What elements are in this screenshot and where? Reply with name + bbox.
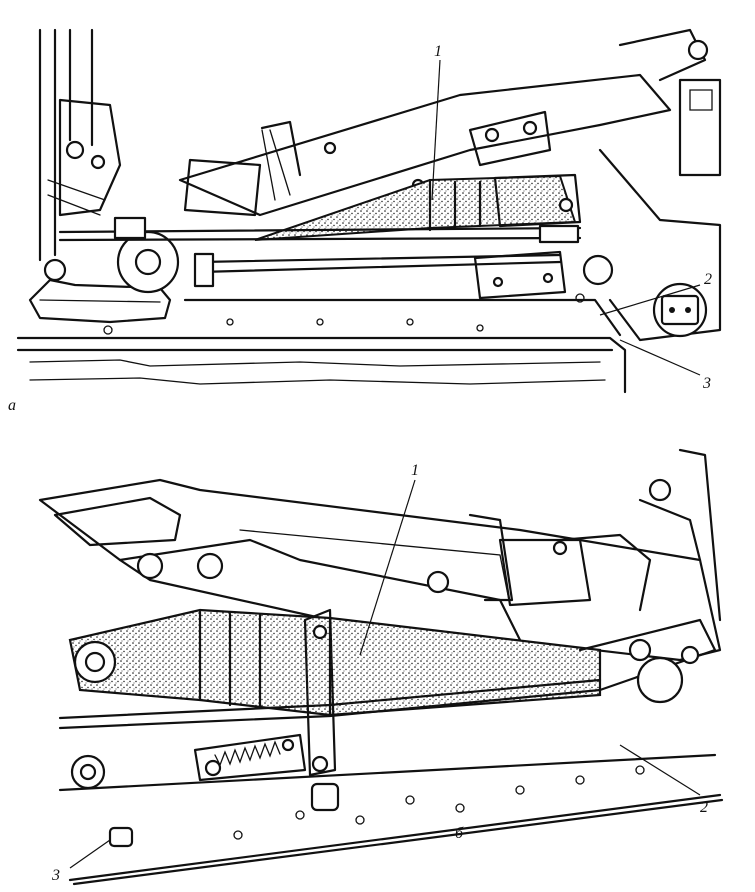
panel-a-right-pivot xyxy=(473,148,722,342)
panel-b-callout-3: 3 xyxy=(51,867,60,884)
panel-a-leader-2 xyxy=(599,284,701,316)
panel-b: 1 2 3 б xyxy=(38,448,724,886)
panel-b-spring-cylinder xyxy=(68,538,602,717)
panel-a-callout-2: 2 xyxy=(704,271,712,288)
panel-a-letter: а xyxy=(8,397,16,414)
panel-b-callouts: 1 2 3 б xyxy=(51,462,708,884)
panel-b-right-fitting xyxy=(558,448,722,622)
panel-b-leader-2 xyxy=(619,744,701,796)
panel-a-leader-3 xyxy=(619,339,701,376)
panel-b-leader-3 xyxy=(69,839,111,869)
panel-a-left-linkage xyxy=(28,28,262,324)
panel-b-leader-1 xyxy=(359,479,416,656)
panel-b-floor-plate xyxy=(58,753,724,886)
panel-a-callout-3: 3 xyxy=(702,375,711,392)
panel-a-leader-1 xyxy=(431,59,441,201)
panel-a: 1 2 3 а xyxy=(8,28,722,414)
panel-a-tie-rods xyxy=(58,216,582,288)
panel-b-callout-2: 2 xyxy=(700,799,708,816)
panel-b-callout-1: 1 xyxy=(411,462,419,479)
panel-a-floor-plate xyxy=(16,293,627,394)
panel-b-letter: б xyxy=(455,825,464,842)
panel-a-callouts: 1 2 3 а xyxy=(8,43,712,414)
panel-a-callout-1: 1 xyxy=(434,43,442,60)
panel-b-lower-rod xyxy=(58,618,717,730)
panel-b-spring-bracket xyxy=(193,608,337,782)
